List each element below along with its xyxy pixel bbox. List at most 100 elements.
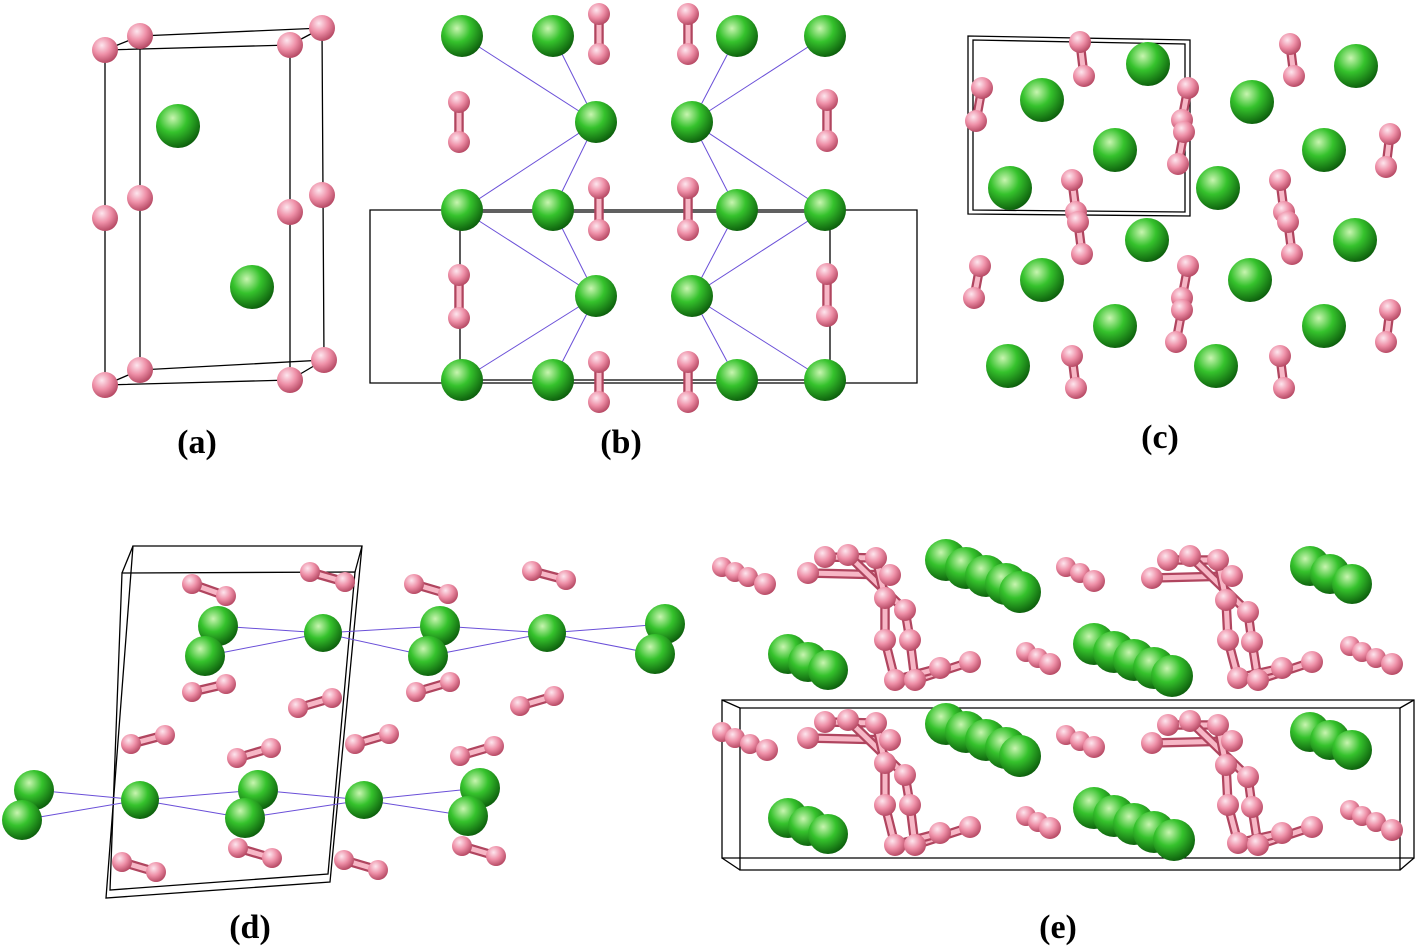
pink-atom — [904, 834, 926, 856]
panel-label-d: (d) — [229, 909, 271, 946]
pink-atom — [1083, 736, 1105, 758]
atoms-c — [963, 31, 1401, 399]
pink-atom — [740, 734, 760, 754]
atoms-a — [92, 15, 337, 398]
pink-atom — [1281, 243, 1303, 265]
green-atom — [345, 781, 383, 819]
green-atom — [1228, 258, 1272, 302]
pink-atom — [814, 546, 836, 568]
green-atom — [1020, 78, 1064, 122]
pink-atom — [216, 586, 236, 606]
pink-atom — [1177, 255, 1199, 277]
pink-atom — [182, 574, 202, 594]
pink-atom — [127, 185, 153, 211]
pink-atom — [1247, 834, 1269, 856]
pink-atom — [677, 3, 699, 25]
pink-atom — [1379, 123, 1401, 145]
pink-atom — [334, 850, 354, 870]
unit-cell-edge — [972, 39, 1186, 213]
pink-atom — [884, 669, 906, 691]
pink-atom — [1171, 299, 1193, 321]
panel-b: (b) — [369, 3, 918, 461]
green-atom — [185, 636, 225, 676]
green-atom — [808, 814, 848, 854]
contact-line — [691, 295, 826, 381]
contact-line — [461, 121, 597, 211]
pink-atom — [448, 131, 470, 153]
unit-cell-edge — [1399, 857, 1415, 871]
pink-atom — [588, 351, 610, 373]
unit-cell-edge — [1399, 699, 1415, 709]
pink-atom — [588, 3, 610, 25]
pink-atom — [874, 629, 896, 651]
pink-atom — [677, 391, 699, 413]
green-atom — [804, 189, 846, 231]
pink-atom — [379, 724, 399, 744]
pink-atom — [959, 651, 981, 673]
pink-atom — [677, 351, 699, 373]
pink-atom — [894, 599, 916, 621]
pink-atom — [1271, 657, 1293, 679]
pink-atom — [448, 307, 470, 329]
pink-atom — [452, 836, 472, 856]
green-atom — [1125, 218, 1169, 262]
pink-atom — [182, 682, 202, 702]
pink-atom — [1179, 710, 1201, 732]
green-atom — [441, 359, 483, 401]
green-atom — [988, 166, 1032, 210]
pink-atom — [1071, 243, 1093, 265]
green-atom — [804, 359, 846, 401]
pink-atom — [738, 567, 758, 587]
unit-cell-edge — [721, 699, 741, 709]
pink-atom — [1273, 377, 1295, 399]
pink-atom — [816, 130, 838, 152]
green-atom — [1333, 218, 1377, 262]
pink-atom — [1227, 832, 1249, 854]
pink-atom — [1241, 796, 1263, 818]
pink-atom — [277, 32, 303, 58]
pink-atom — [146, 862, 166, 882]
atoms-e — [712, 539, 1403, 861]
pink-atom — [756, 739, 778, 761]
pink-atom — [1157, 714, 1179, 736]
contact-line — [204, 632, 324, 657]
pink-atom — [884, 834, 906, 856]
pink-atom — [1247, 669, 1269, 691]
pink-atom — [1375, 331, 1397, 353]
pink-atom — [879, 729, 901, 751]
pink-atom — [155, 725, 175, 745]
pink-atom — [322, 688, 342, 708]
green-atom — [635, 634, 675, 674]
unit-cell-edge — [967, 35, 1191, 217]
pink-atom — [1207, 714, 1229, 736]
pink-atom — [1039, 653, 1061, 675]
unit-cell-edge — [104, 44, 291, 386]
pink-atom — [816, 89, 838, 111]
dimers-b — [448, 3, 838, 413]
green-atom — [716, 359, 758, 401]
pink-atom — [1269, 345, 1291, 367]
pink-atom — [1221, 565, 1243, 587]
pink-atom — [1215, 754, 1237, 776]
pink-atom — [1221, 730, 1243, 752]
pink-atom — [228, 838, 248, 858]
green-atom — [408, 636, 448, 676]
pink-atom — [1067, 211, 1089, 233]
contact-line — [461, 295, 597, 381]
pink-atom — [368, 860, 388, 880]
green-atom — [1230, 80, 1274, 124]
pink-atom — [1207, 549, 1229, 571]
pink-atom — [929, 822, 951, 844]
contact-line — [691, 209, 826, 297]
green-atom — [1332, 564, 1372, 604]
unit-cell-d — [105, 545, 363, 899]
metal-atoms-b — [441, 15, 846, 401]
pink-atom — [677, 177, 699, 199]
pink-atom — [797, 727, 819, 749]
contact-line — [691, 35, 826, 123]
pink-atom — [522, 561, 542, 581]
pink-atom — [865, 712, 887, 734]
pink-atom — [797, 562, 819, 584]
green-atom — [575, 101, 617, 143]
contact-line — [461, 209, 597, 297]
